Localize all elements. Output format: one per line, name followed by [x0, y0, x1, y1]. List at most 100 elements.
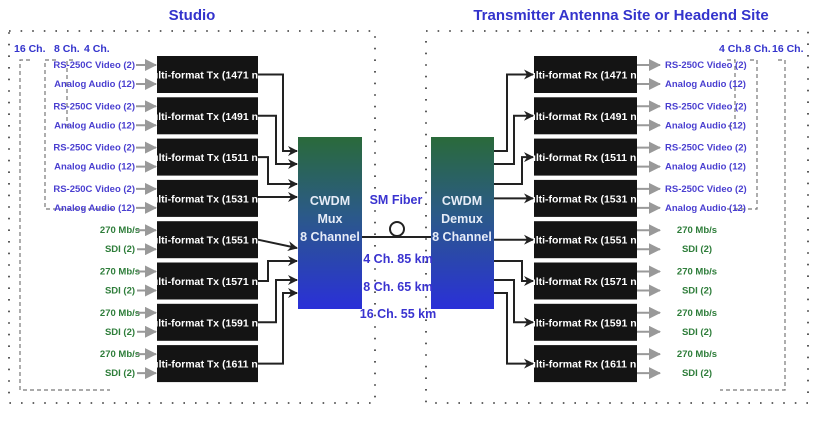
site-group-brackets [720, 59, 786, 391]
tx-input-label: SDI (2) [105, 368, 135, 379]
tx-input-label: Analog Audio (12) [54, 162, 135, 173]
demux-label-line1: CWDM [442, 194, 482, 208]
bracket-4ch [66, 59, 73, 127]
tx-box [157, 138, 258, 176]
rx-output-label: Analog Audio (12) [665, 162, 746, 173]
studio-ch-label-8: 8 Ch. [54, 43, 80, 55]
sm-fiber: SM Fiber 4 Ch. 85 km 8 Ch. 65 km 16 Ch. … [360, 193, 436, 321]
tx-module: Multi-format Tx (1531 nm) RS-250C Video (… [53, 179, 271, 217]
mux-label-line3: 8 Channel [300, 230, 360, 244]
tx-to-mux-wire [258, 256, 298, 282]
cwdm-mux: CWDM Mux 8 Channel [298, 137, 362, 309]
rx-box [534, 303, 637, 341]
tx-input-label: SDI (2) [105, 286, 135, 297]
tx-to-mux-wire [258, 288, 298, 365]
fiber-distance-4ch: 4 Ch. 85 km [363, 252, 432, 266]
rx-label: Multi-format Rx (1611 nm) [521, 359, 649, 371]
tx-input-label: Analog Audio (12) [54, 203, 135, 214]
studio-title: Studio [169, 7, 216, 24]
rx-output-label: RS-250C Video (2) [665, 60, 747, 71]
bracket-8ch [44, 59, 115, 210]
rx-box [534, 138, 637, 176]
tx-label: Multi-format Tx (1491 nm) [143, 111, 271, 123]
rx-output-label: SDI (2) [682, 286, 712, 297]
tx-box [157, 221, 258, 259]
rx-label: Multi-format Rx (1551 nm) [521, 235, 650, 247]
demux-to-rx-wire [494, 292, 534, 369]
rx-module: Multi-format Rx (1531 nm)RS-250C Video (… [521, 179, 747, 217]
rx-label: Multi-format Rx (1491 nm) [521, 111, 650, 123]
tx-input-label: RS-250C Video (2) [53, 184, 135, 195]
rx-output-label: SDI (2) [682, 244, 712, 255]
tx-input-label: SDI (2) [105, 244, 135, 255]
tx-box [157, 179, 258, 217]
rx-output-label: RS-250C Video (2) [665, 143, 747, 154]
rx-label: Multi-format Rx (1531 nm) [521, 193, 650, 205]
rx-box [534, 221, 637, 259]
site-title: Transmitter Antenna Site or Headend Site [473, 7, 768, 24]
bracket-4ch-right [727, 59, 736, 127]
tx-to-mux-wire [257, 238, 298, 252]
tx-input-label: RS-250C Video (2) [53, 101, 135, 112]
rx-label: Multi-format Rx (1591 nm) [521, 317, 650, 329]
tx-to-mux-wire [258, 73, 298, 156]
tx-input-label: Analog Audio (12) [54, 120, 135, 131]
tx-box [157, 303, 258, 341]
tx-input-label: 270 Mb/s [100, 308, 140, 319]
rx-output-label: RS-250C Video (2) [665, 101, 747, 112]
tx-label: Multi-format Tx (1531 nm) [143, 193, 271, 205]
transmitter-modules: Multi-format Tx (1471 nm) RS-250C Video (… [53, 56, 271, 383]
rx-output-label: 270 Mb/s [677, 308, 717, 319]
studio-ch-label-16: 16 Ch. [14, 43, 46, 55]
tx-to-mux-wire [258, 275, 298, 324]
receiver-modules: Multi-format Rx (1471 nm) RS-250C Video (… [521, 56, 747, 383]
demux-to-rx-wire [494, 152, 534, 185]
bracket-16ch [19, 59, 110, 391]
fiber-distance-16ch: 16 Ch. 55 km [360, 307, 436, 321]
tx-input-label: RS-250C Video (2) [53, 60, 135, 71]
studio-ch-label-4: 4 Ch. [84, 43, 110, 55]
rx-output-label: Analog Audio (12) [665, 120, 746, 131]
tx-module: Multi-format Tx (1511 nm)RS-250C Video (… [53, 138, 271, 176]
rx-box [534, 345, 637, 383]
tx-box [157, 97, 258, 135]
tx-label: Multi-format Tx (1591 nm) [143, 317, 271, 329]
mux-label-line2: Mux [318, 212, 343, 226]
studio-group-brackets [19, 59, 115, 391]
tx-to-mux-wire [258, 156, 298, 189]
rx-label: Multi-format Rx (1571 nm) [521, 276, 650, 288]
rx-module: Multi-format Rx (1491 nm) RS-250C Video (… [521, 97, 747, 135]
rx-output-label: Analog Audio (12) [665, 79, 746, 90]
tx-module: Multi-format Tx (1471 nm) RS-250C Video (… [53, 56, 271, 93]
bracket-8ch-right [727, 59, 758, 210]
rx-label: Multi-format Rx (1471 nm) [521, 70, 650, 82]
tx-label: Multi-format Tx (1611 nm) [143, 359, 270, 371]
demux-to-rx-wire [494, 260, 534, 286]
rx-module: Multi-format Rx (1471 nm) RS-250C Video (… [521, 56, 747, 93]
demux-box [431, 137, 494, 309]
connection-wires [257, 69, 534, 369]
site-ch-label-4: 4 Ch. [719, 43, 745, 55]
rx-label: Multi-format Rx (1511 nm) [521, 152, 649, 164]
tx-box [157, 56, 258, 93]
tx-input-label: 270 Mb/s [100, 349, 140, 360]
tx-label: Multi-format Tx (1511 nm) [143, 152, 270, 164]
site-ch-label-16: 16 Ch. [772, 43, 804, 55]
rx-output-label: 270 Mb/s [677, 225, 717, 236]
fiber-coil-icon [389, 221, 405, 237]
demux-to-rx-wire [494, 279, 534, 328]
tx-label: Multi-format Tx (1471 nm) [143, 70, 271, 82]
tx-to-mux-wire [258, 114, 298, 169]
demux-label-line2: Demux [441, 212, 483, 226]
rx-output-label: 270 Mb/s [677, 267, 717, 278]
tx-input-label: 270 Mb/s [100, 267, 140, 278]
rx-box [534, 179, 637, 217]
rx-output-label: 270 Mb/s [677, 349, 717, 360]
rx-output-label: SDI (2) [682, 327, 712, 338]
